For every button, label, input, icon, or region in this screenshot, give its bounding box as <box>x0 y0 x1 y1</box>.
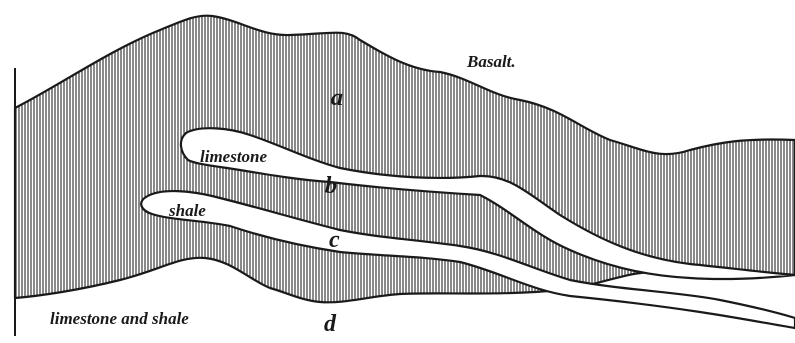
basalt-mass <box>15 16 795 303</box>
basalt-label: Basalt. <box>466 52 516 71</box>
letter-d-label: d <box>324 311 337 337</box>
limestone-and-shale-label: limestone and shale <box>50 309 189 328</box>
letter-b-label: b <box>325 173 337 199</box>
letter-c-label: c <box>329 227 340 253</box>
limestone-label: limestone <box>200 147 268 166</box>
shale-label: shale <box>168 201 206 220</box>
letter-a-label: a <box>331 85 343 111</box>
